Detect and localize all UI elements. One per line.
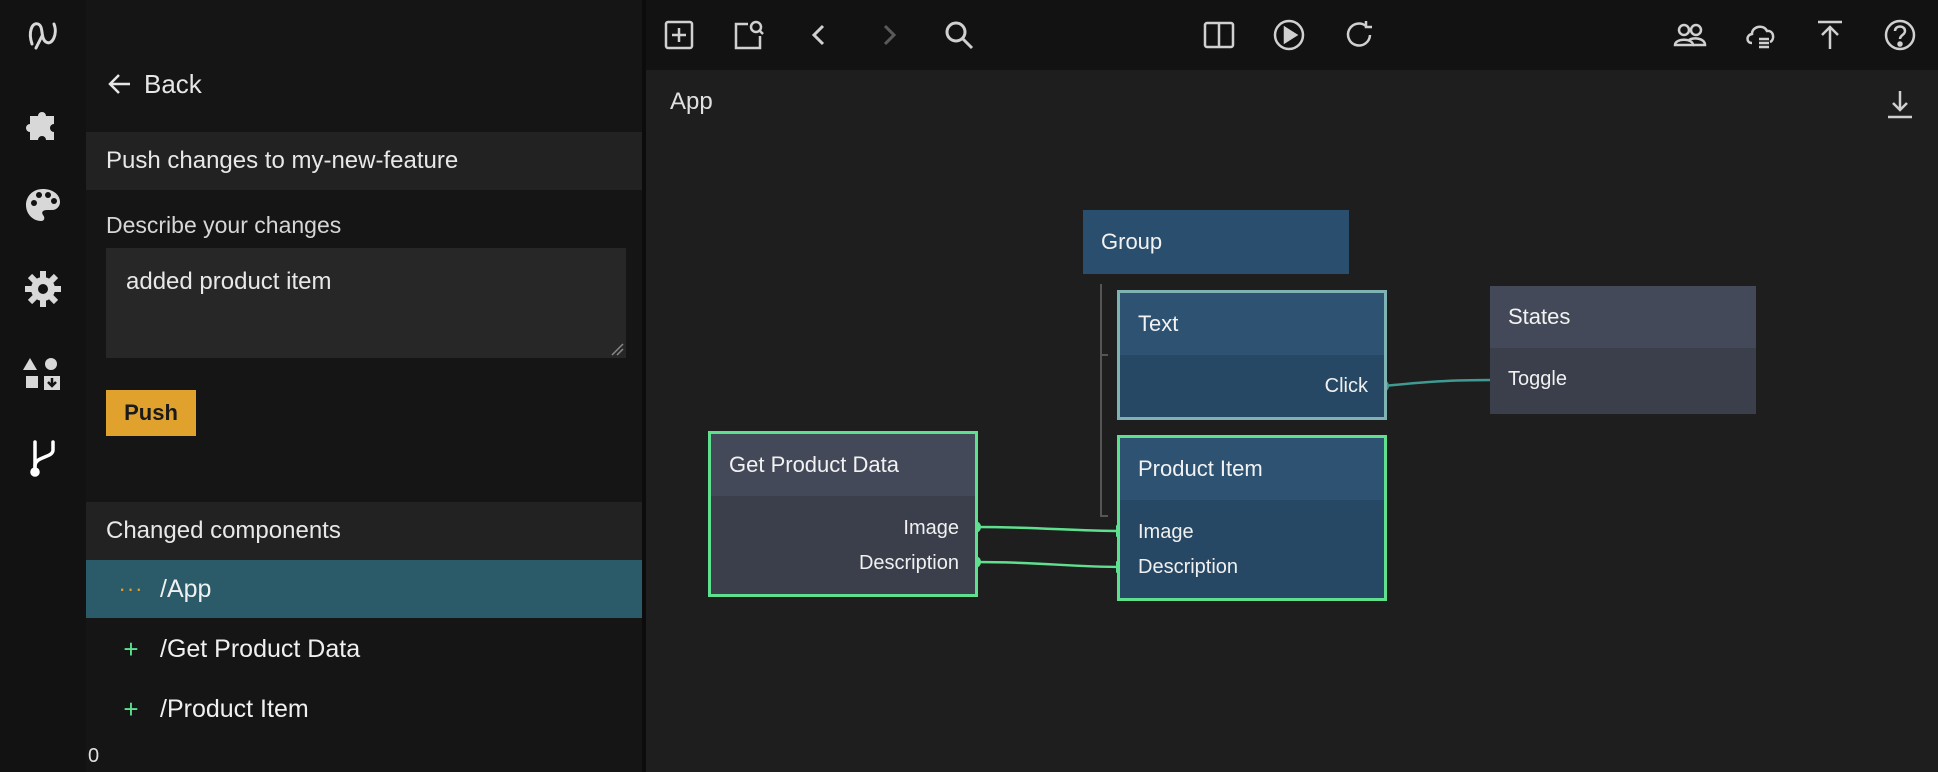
node-title: Product Item: [1120, 438, 1384, 500]
add-node-icon[interactable]: [656, 12, 702, 58]
top-toolbar: [646, 0, 1938, 70]
describe-label: Describe your changes: [106, 212, 342, 238]
inspect-icon[interactable]: [726, 12, 772, 58]
footer-value: 0: [88, 745, 100, 767]
changed-item-label: /Product Item: [160, 694, 309, 723]
users-icon[interactable]: [1667, 12, 1713, 58]
port-click[interactable]: Click: [1324, 375, 1368, 397]
back-label: Back: [144, 68, 202, 99]
wire-description[interactable]: [974, 560, 1125, 569]
changed-item-app[interactable]: ··· /App: [86, 560, 642, 618]
push-button[interactable]: Push: [106, 390, 196, 436]
git-branch-icon[interactable]: [18, 432, 68, 482]
node-group[interactable]: Group: [1083, 210, 1349, 274]
cloud-icon[interactable]: [1737, 12, 1783, 58]
noodl-logo-icon[interactable]: [18, 10, 68, 60]
push-header: Push changes to my-new-feature: [86, 132, 642, 190]
changed-item-product-item[interactable]: + /Product Item: [86, 680, 642, 738]
node-get-product-data[interactable]: Get Product Data Image Description: [708, 431, 978, 597]
version-control-panel: Back Push changes to my-new-feature Desc…: [86, 0, 646, 772]
back-button[interactable]: Back: [106, 66, 202, 102]
changed-item-label: /Get Product Data: [160, 634, 361, 663]
node-title: Text: [1120, 293, 1384, 355]
port-description[interactable]: Description: [1138, 556, 1239, 578]
modified-icon: ···: [118, 576, 144, 601]
node-title: Get Product Data: [711, 434, 975, 496]
node-title: States: [1490, 286, 1756, 348]
changed-item-get-product-data[interactable]: + /Get Product Data: [86, 620, 642, 678]
connection-wires: [969, 284, 1505, 573]
refresh-icon[interactable]: [1336, 12, 1382, 58]
changed-item-label: /App: [160, 574, 212, 603]
wire-click-toggle[interactable]: [1382, 378, 1494, 388]
description-input[interactable]: [106, 248, 626, 358]
download-icon[interactable]: [1882, 86, 1918, 122]
help-icon[interactable]: [1877, 12, 1923, 58]
port-description[interactable]: Description: [858, 552, 959, 574]
gear-icon[interactable]: [18, 264, 68, 314]
resize-grip-icon[interactable]: [610, 342, 624, 356]
puzzle-icon[interactable]: [18, 98, 68, 148]
forward-arrow-icon[interactable]: [866, 12, 912, 58]
node-title: Group: [1101, 229, 1163, 254]
wire-image[interactable]: [974, 525, 1125, 533]
node-states[interactable]: States Toggle: [1490, 286, 1756, 414]
upload-icon[interactable]: [1807, 12, 1853, 58]
split-view-icon[interactable]: [1196, 12, 1242, 58]
palette-icon[interactable]: [18, 180, 68, 230]
port-image[interactable]: Image: [1138, 521, 1194, 543]
node-graph-canvas[interactable]: App Group Text Click States Toggle Get P…: [646, 70, 1938, 772]
changed-components-header: Changed components: [86, 502, 642, 560]
play-icon[interactable]: [1266, 12, 1312, 58]
back-arrow-icon[interactable]: [796, 12, 842, 58]
node-text[interactable]: Text Click: [1117, 290, 1387, 420]
canvas-title: App: [670, 88, 713, 115]
left-icon-rail: [0, 0, 87, 772]
components-icon[interactable]: [18, 348, 68, 398]
added-icon: +: [123, 693, 139, 724]
port-image[interactable]: Image: [903, 517, 959, 539]
search-icon[interactable]: [936, 12, 982, 58]
added-icon: +: [123, 633, 139, 664]
arrow-left-icon: [108, 74, 130, 94]
node-product-item[interactable]: Product Item Image Description: [1117, 435, 1387, 601]
port-toggle[interactable]: Toggle: [1508, 368, 1567, 390]
hierarchy-line: [1100, 284, 1108, 517]
